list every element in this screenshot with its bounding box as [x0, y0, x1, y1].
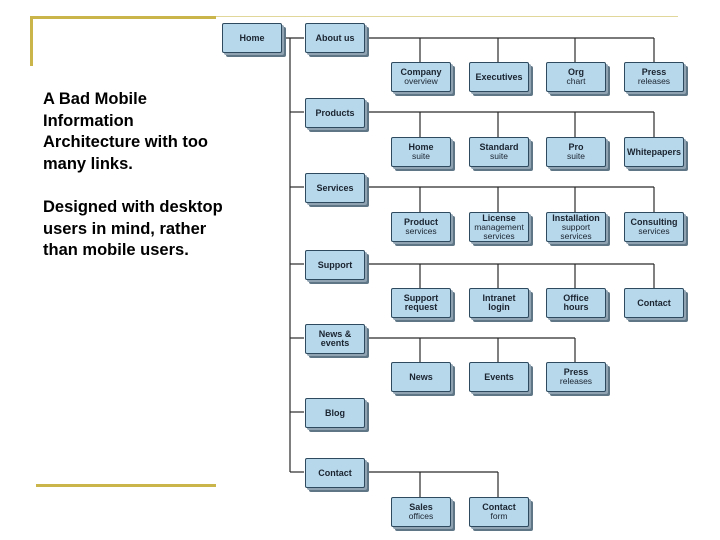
node-support: Support — [305, 250, 365, 280]
node-page-title: Events — [484, 371, 514, 382]
node-page-title: Whitepapers — [626, 146, 681, 157]
node-page-title: News — [409, 371, 433, 382]
node-blog: Blog — [305, 398, 365, 428]
node-page-subtitle: releases — [637, 76, 671, 86]
frame-bottom-line — [36, 484, 216, 487]
node-page-subtitle: suite — [412, 151, 430, 161]
node-page-title: Intranet login — [482, 293, 516, 312]
node-home: Home — [222, 23, 282, 53]
node-page-title: Standard — [479, 142, 519, 152]
node-about-page-2: Executives — [469, 62, 529, 92]
node-page-title: Installation — [552, 212, 600, 223]
node-page-title: Support request — [403, 293, 439, 312]
node-page-title: License — [482, 212, 516, 223]
node-page-title: Contact — [637, 297, 671, 308]
node-support-page-4: Contact — [624, 288, 684, 318]
node-news-page-1: News — [391, 362, 451, 392]
node-support-page-2: Intranet login — [469, 288, 529, 318]
node-page-title: Consulting — [630, 217, 678, 227]
caption-heading: A Bad Mobile Information Architecture wi… — [43, 90, 209, 173]
frame-right-line — [216, 16, 678, 17]
node-news-events: News & events — [305, 324, 365, 354]
node-news-page-2: Events — [469, 362, 529, 392]
node-page-title: Sales — [409, 502, 433, 512]
node-page-title: Company — [400, 67, 442, 77]
node-services: Services — [305, 173, 365, 203]
node-page-subtitle: form — [490, 511, 508, 521]
node-page-title: Press — [641, 67, 667, 77]
node-page-title: Product — [403, 217, 438, 227]
node-page-subtitle: management services — [474, 221, 524, 241]
node-page-subtitle: services — [405, 226, 437, 236]
frame-left-line — [30, 16, 33, 66]
node-page-title: Home — [408, 142, 434, 152]
node-page-subtitle: releases — [559, 376, 593, 386]
node-page-subtitle: overview — [404, 76, 438, 86]
node-news-events-line2: events — [320, 338, 350, 348]
node-page-title: Executives — [475, 71, 523, 82]
node-news-events-line1: News & — [318, 329, 352, 339]
node-about-us: About us — [305, 23, 365, 53]
node-page-title: Office hours — [563, 293, 589, 312]
node-page-title: Contact — [482, 502, 516, 512]
node-page-subtitle: suite — [490, 151, 508, 161]
node-support-page-1: Support request — [391, 288, 451, 318]
node-products: Products — [305, 98, 365, 128]
node-support-page-3: Office hours — [546, 288, 606, 318]
node-page-title: Org — [567, 67, 584, 77]
node-products-page-4: Whitepapers — [624, 137, 684, 167]
node-page-subtitle: services — [638, 226, 670, 236]
node-contact: Contact — [305, 458, 365, 488]
caption-body: Designed with desktop users in mind, rat… — [43, 198, 223, 259]
node-page-subtitle: offices — [408, 511, 434, 521]
node-page-title: Press — [563, 367, 589, 377]
node-page-subtitle: support services — [560, 221, 592, 241]
node-page-title: Pro — [568, 142, 584, 152]
node-page-subtitle: chart — [566, 76, 586, 86]
node-page-subtitle: suite — [567, 151, 585, 161]
frame-top-line — [30, 16, 216, 19]
